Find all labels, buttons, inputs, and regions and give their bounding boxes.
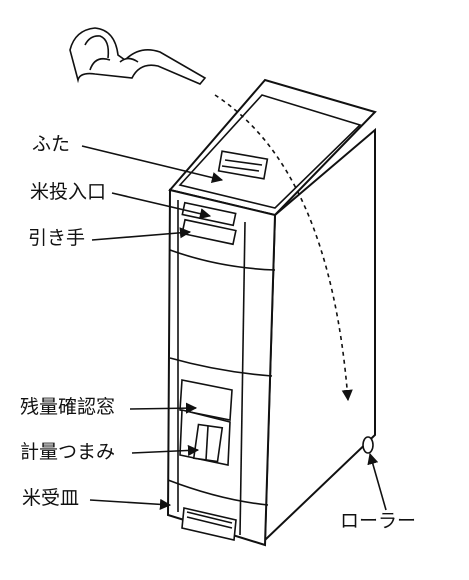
leader-window [129,402,198,414]
label-level-window: 残量確認窓 [20,396,116,418]
label-lid: ふた [32,133,71,155]
lid-slot-2 [221,165,260,172]
scoop-illustration [69,27,207,85]
label-measure-knob: 計量つまみ [20,441,116,463]
label-rice-inlet: 米投入口 [30,181,107,203]
opening-arrow [214,94,353,402]
rice-tray-slot [181,507,237,541]
lid-slots-frame [217,150,269,180]
leader-knob [131,444,200,457]
leader-lid [81,145,224,184]
label-handle: 引き手 [28,227,86,249]
lid-slot-1 [224,159,263,166]
cabinet [166,78,377,547]
roller-wheel [362,436,374,454]
label-rice-tray: 米受皿 [22,487,80,509]
lid-outline [178,94,362,209]
label-roller: ローラー [340,510,417,532]
leader-tray [89,498,172,510]
front-panel [166,188,277,547]
handle-slot [181,218,237,246]
leader-roller [367,452,387,511]
leader-handle [91,227,192,241]
leader-inlet [111,192,212,220]
